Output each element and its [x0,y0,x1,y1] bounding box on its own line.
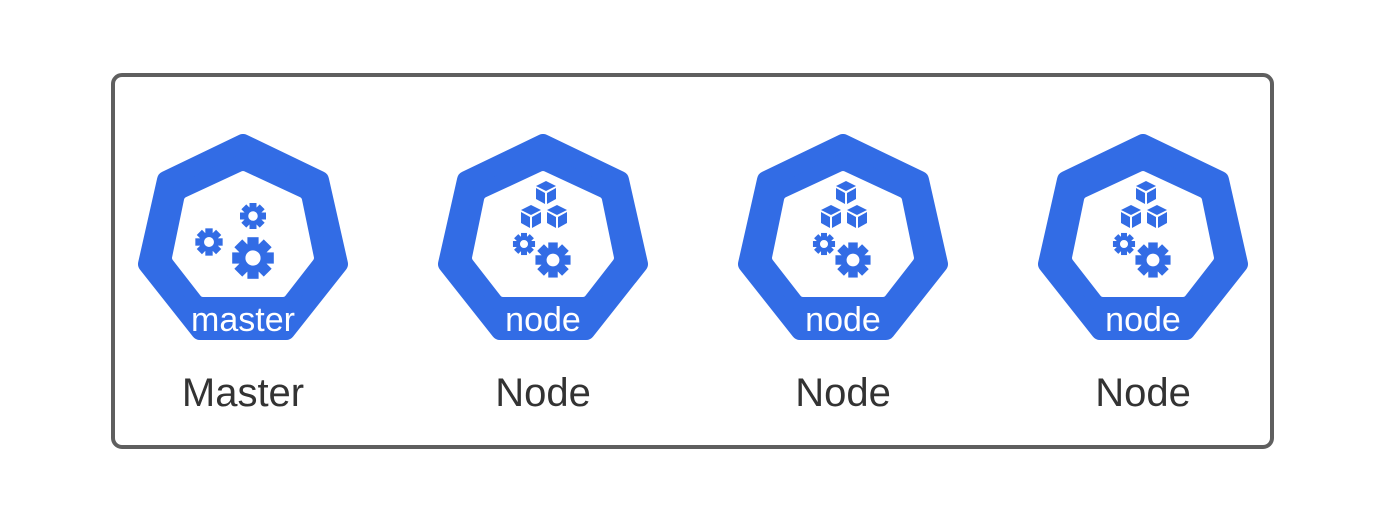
item-caption: Node [795,371,891,415]
node-badge: node [1033,134,1253,354]
master-badge: master [133,134,353,354]
node-badge: node [433,134,653,354]
item-caption: Node [1095,371,1191,415]
master-component: master Master [133,134,353,415]
badge-label: master [191,301,295,339]
item-caption: Node [495,371,591,415]
node-badge: node [733,134,953,354]
node-component: node Node [733,134,953,415]
node-component: node Node [433,134,653,415]
badge-label: node [805,301,881,339]
badge-label: node [1105,301,1181,339]
node-component: node Node [1033,134,1253,415]
item-caption: Master [181,371,305,415]
badge-label: node [505,301,581,339]
